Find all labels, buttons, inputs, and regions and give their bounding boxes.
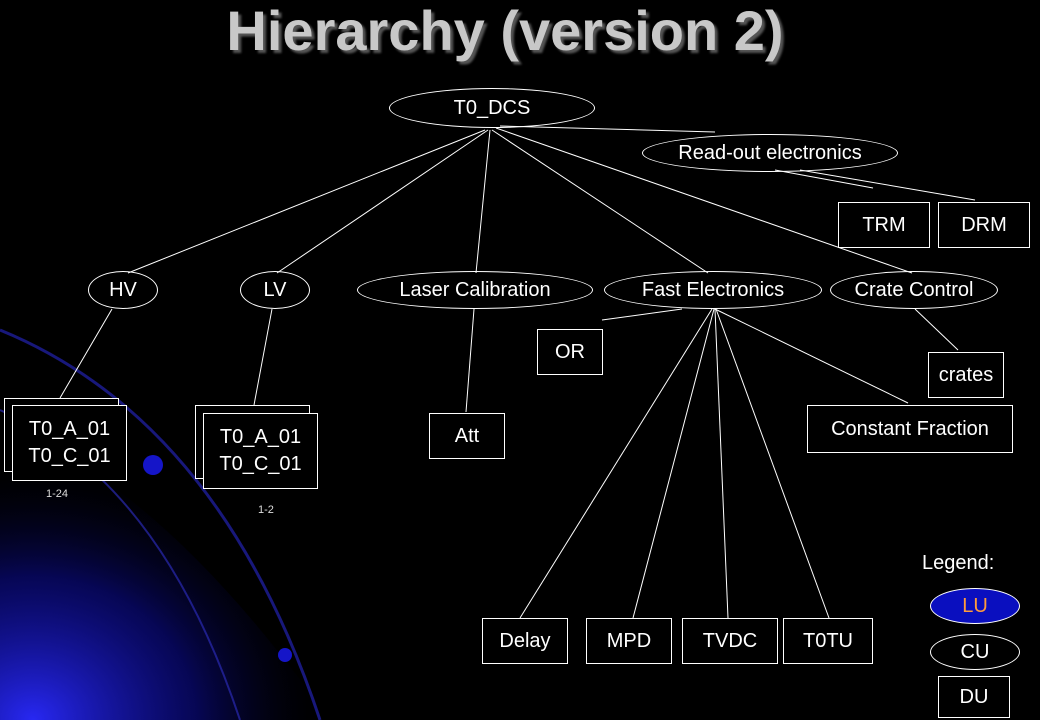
lv-range-label: 1-2 bbox=[258, 504, 274, 516]
link-root-hv bbox=[127, 129, 486, 274]
link-readout-trm bbox=[774, 169, 874, 189]
link-crate-control-crates bbox=[914, 308, 959, 351]
link-lv-child bbox=[253, 308, 273, 406]
link-fast-delay bbox=[519, 308, 713, 619]
node-lv-child: T0_A_01 T0_C_01 bbox=[203, 413, 318, 489]
node-mpd: MPD bbox=[586, 618, 672, 664]
background-glow bbox=[0, 430, 330, 720]
link-laser-att bbox=[465, 308, 475, 413]
node-laser-calibration: Laser Calibration bbox=[357, 271, 593, 309]
legend-du: DU bbox=[938, 676, 1010, 718]
node-tvdc: TVDC bbox=[682, 618, 778, 664]
link-hv-child bbox=[59, 308, 113, 399]
legend-title: Legend: bbox=[922, 552, 995, 574]
legend-cu: CU bbox=[930, 634, 1020, 670]
node-trm: TRM bbox=[838, 202, 930, 248]
background-arc bbox=[0, 328, 322, 720]
link-root-fast bbox=[491, 129, 709, 274]
link-fast-cfd bbox=[714, 308, 909, 404]
node-lv-child-a-label: T0_A_01 bbox=[219, 426, 302, 448]
node-hv-child-a-label: T0_A_01 bbox=[28, 418, 111, 440]
node-fast-electronics: Fast Electronics bbox=[604, 271, 822, 309]
link-root-laser bbox=[475, 129, 491, 274]
hv-range-label: 1-24 bbox=[46, 488, 69, 500]
node-att: Att bbox=[429, 413, 505, 459]
link-fast-tvdc bbox=[714, 308, 729, 619]
link-root-crate-control bbox=[495, 127, 913, 274]
slide-title: Hierarchy (version 2) bbox=[226, 0, 784, 62]
link-root-readout bbox=[499, 125, 716, 133]
background-orb bbox=[278, 648, 292, 662]
link-readout-drm bbox=[799, 169, 976, 201]
node-lv-child-c-label: T0_C_01 bbox=[219, 453, 302, 475]
node-lv: LV bbox=[240, 271, 310, 309]
node-readout-electronics: Read-out electronics bbox=[642, 134, 898, 172]
node-delay: Delay bbox=[482, 618, 568, 664]
link-fast-or bbox=[601, 308, 683, 321]
node-or: OR bbox=[537, 329, 603, 375]
node-crate-control: Crate Control bbox=[830, 271, 998, 309]
link-root-lv bbox=[276, 129, 489, 274]
node-hv: HV bbox=[88, 271, 158, 309]
node-t0tu: T0TU bbox=[783, 618, 873, 664]
node-hv-child: T0_A_01 T0_C_01 bbox=[12, 405, 127, 481]
node-constant-fraction: Constant Fraction bbox=[807, 405, 1013, 453]
node-drm: DRM bbox=[938, 202, 1030, 248]
background-orb bbox=[143, 455, 163, 475]
link-fast-t0tu bbox=[715, 308, 830, 619]
node-crates: crates bbox=[928, 352, 1004, 398]
node-hv-child-c-label: T0_C_01 bbox=[28, 445, 111, 467]
node-t0-dcs: T0_DCS bbox=[389, 88, 595, 128]
legend-lu: LU bbox=[930, 588, 1020, 624]
link-fast-mpd bbox=[632, 308, 715, 619]
